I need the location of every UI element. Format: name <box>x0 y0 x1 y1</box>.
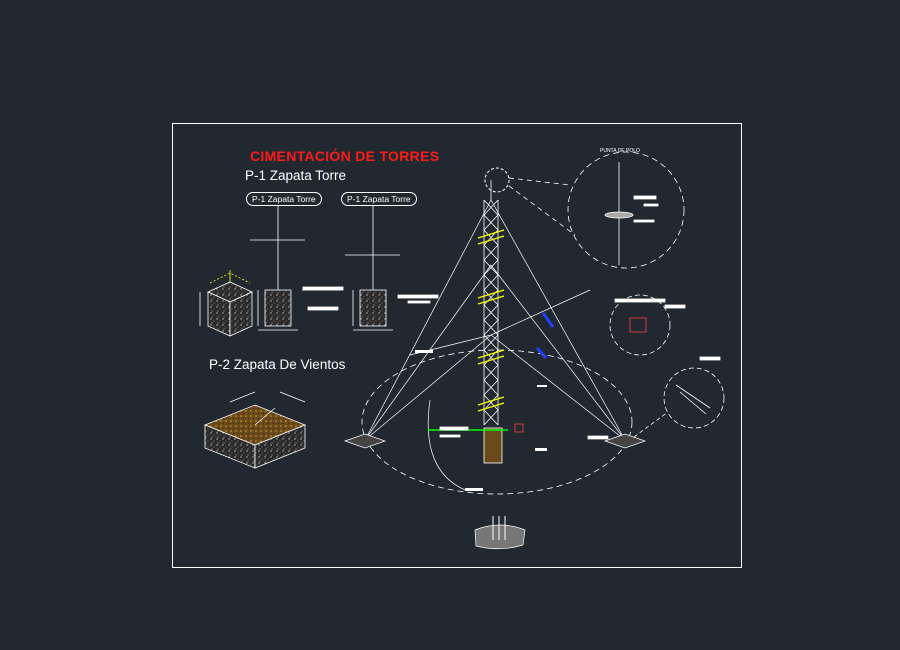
tower-top-bubble <box>484 167 510 193</box>
anchor-right <box>587 433 647 449</box>
radius-arc <box>427 399 466 491</box>
p1-footing-detail-b <box>345 205 439 331</box>
guy-radius-ellipse <box>361 349 633 495</box>
section-label-p2: P-2 Zapata De Vientos <box>209 357 346 372</box>
guy-insulators <box>535 312 555 360</box>
drawing-frame <box>172 123 742 568</box>
tower-dimension-marks <box>477 229 505 412</box>
drawing-title: CIMENTACIÓN DE TORRES <box>250 148 440 164</box>
section-label-p1: P-1 Zapata Torre <box>245 168 347 183</box>
guy-wires <box>364 199 626 441</box>
tower-base-footing <box>428 423 524 464</box>
footing-tag-2: P-1 Zapata Torre <box>341 192 417 206</box>
p1-footing-detail-a <box>250 205 344 331</box>
annotation-blocks <box>415 350 547 491</box>
detail-label: PUNTA DE POLO <box>600 148 640 154</box>
anchor-left <box>343 433 387 449</box>
p1-isometric-footing <box>199 270 253 337</box>
detail-bubble-middle <box>609 294 686 356</box>
detail-bubble-top <box>508 151 685 269</box>
bottom-footing-sketch <box>474 516 526 550</box>
tower-mast <box>483 180 499 426</box>
detail-bubble-anchor <box>633 356 725 438</box>
footing-tag-1: P-1 Zapata Torre <box>246 192 322 206</box>
p2-isometric-footing <box>203 391 307 469</box>
